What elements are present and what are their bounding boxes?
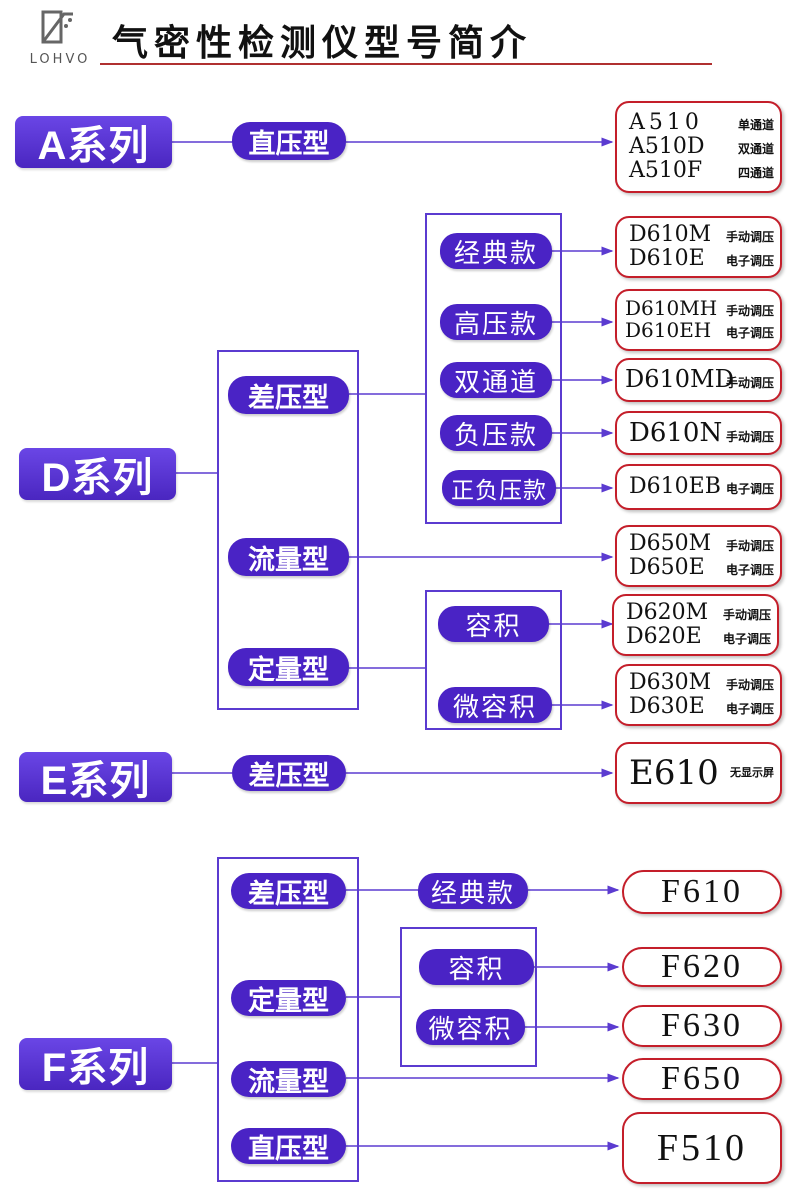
model-note: 手动调压	[725, 230, 774, 245]
model-note: 手动调压	[725, 678, 774, 693]
model-code: D610N	[629, 417, 723, 448]
model-note: 电子调压	[725, 563, 774, 577]
model-code: F630	[661, 1007, 743, 1044]
model-note: 单通道	[737, 118, 774, 133]
model-note: 电子调压	[725, 254, 774, 268]
d-type-diff: 差压型	[228, 376, 349, 414]
series-d: D系列	[19, 448, 176, 500]
model-code: D610M	[629, 222, 712, 248]
model-code: D630E	[629, 694, 705, 719]
d-sub-micro-volume: 微容积	[438, 687, 552, 723]
model-box-f510: F510	[622, 1112, 782, 1184]
model-note: 电子调压	[725, 702, 774, 716]
model-code: D610EH	[625, 318, 712, 342]
f-sub-volume: 容积	[419, 949, 534, 985]
model-code: F510	[656, 1127, 748, 1169]
model-box-a510: A510 单通道 A510D 双通道 A510F 四通道	[615, 101, 782, 193]
f-fixed-sub-group	[400, 927, 537, 1067]
d-sub-negative: 负压款	[440, 415, 552, 451]
model-box-d610: D610M 手动调压 D610E 电子调压	[615, 216, 782, 278]
model-code: D620M	[626, 600, 709, 626]
model-code: A510D	[629, 134, 705, 160]
model-note: 无显示屏	[730, 766, 774, 780]
model-code: A510	[629, 110, 703, 136]
model-box-f630: F630	[622, 1005, 782, 1047]
model-box-d610h: D610MH 手动调压 D610EH 电子调压	[615, 289, 782, 351]
model-code: D650M	[629, 531, 712, 557]
f-sub-classic: 经典款	[418, 873, 528, 909]
model-box-d630: D630M 手动调压 D630E 电子调压	[615, 664, 782, 726]
brand-name: LOHVO	[29, 52, 91, 67]
model-note: 四通道	[737, 165, 774, 180]
series-f: F系列	[19, 1038, 172, 1090]
model-note: 手动调压	[722, 608, 771, 623]
d-sub-classic: 经典款	[440, 233, 552, 269]
model-code: F620	[661, 948, 743, 985]
d-diff-sub-group	[425, 213, 562, 524]
model-note: 双通道	[737, 142, 774, 157]
model-code: D610MD	[625, 365, 734, 394]
model-note: 手动调压	[725, 539, 774, 554]
d-sub-high-pressure: 高压款	[440, 304, 552, 340]
d-fixed-sub-group	[425, 590, 562, 730]
d-type-group	[217, 350, 359, 710]
model-box-d650: D650M 手动调压 D650E 电子调压	[615, 525, 782, 587]
d-sub-pos-neg: 正负压款	[442, 470, 556, 506]
d-sub-dual-channel: 双通道	[440, 362, 552, 398]
f-sub-micro-volume: 微容积	[416, 1009, 525, 1045]
series-a: A系列	[15, 116, 172, 168]
a-type-direct: 直压型	[232, 122, 346, 160]
model-code: D650E	[629, 555, 705, 580]
model-box-f650: F650	[622, 1058, 782, 1100]
model-note: 电子调压	[725, 326, 774, 340]
model-note: 手动调压	[725, 304, 774, 319]
f-type-diff: 差压型	[231, 873, 346, 910]
d-type-flow: 流量型	[228, 538, 349, 576]
model-code: D610EB	[629, 474, 721, 500]
model-code: E610	[629, 752, 719, 793]
model-box-d620: D620M 手动调压 D620E 电子调压	[612, 594, 779, 656]
model-box-f620: F620	[622, 947, 782, 987]
model-code: D610E	[629, 246, 705, 271]
d-sub-volume: 容积	[438, 606, 549, 642]
model-note: 手动调压	[725, 376, 774, 391]
series-e: E系列	[19, 752, 172, 803]
model-box-e610: E610 无显示屏	[615, 742, 782, 804]
lohvo-logo-icon	[41, 10, 73, 44]
d-type-fixed: 定量型	[228, 648, 349, 686]
model-note: 手动调压	[725, 429, 774, 444]
f-type-fixed: 定量型	[231, 980, 346, 1017]
f-type-group	[217, 857, 359, 1182]
model-note: 电子调压	[725, 482, 774, 497]
model-code: F650	[661, 1060, 743, 1097]
title-underline	[100, 63, 712, 65]
f-type-direct: 直压型	[231, 1128, 346, 1165]
model-code: A510F	[629, 157, 703, 183]
model-box-d610eb: D610EB 电子调压	[615, 464, 782, 510]
e-type-diff: 差压型	[232, 755, 346, 792]
page-title: 气密性检测仪型号简介	[112, 22, 533, 64]
model-note: 电子调压	[722, 632, 771, 646]
model-box-f610: F610	[622, 870, 782, 914]
f-type-flow: 流量型	[231, 1061, 346, 1098]
model-code: D630M	[629, 670, 712, 696]
model-code: D620E	[626, 624, 702, 649]
model-code: F610	[661, 873, 743, 910]
model-code: D610MH	[625, 296, 718, 321]
